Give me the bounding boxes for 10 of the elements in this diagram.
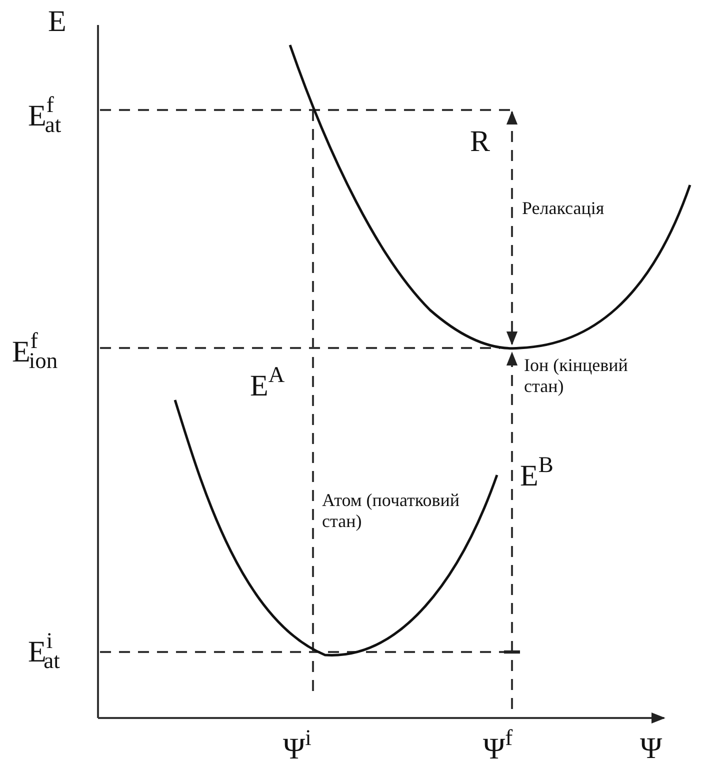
annotation: Атом (початковий стан) <box>322 490 460 532</box>
annotation: Іон (кінцевий стан) <box>524 355 629 396</box>
axis-label: Ψ <box>640 732 662 766</box>
annotation: Релаксація <box>522 198 604 219</box>
dimension-label: R <box>470 125 490 160</box>
axis-label: E <box>48 5 66 40</box>
tick-label: Ψ$^{f}$ <box>483 725 513 767</box>
energy-label: E$^{A}$ <box>250 362 285 404</box>
energy-label: E$^{B}$ <box>520 452 554 494</box>
tick-label: Ψ$^{i}$ <box>283 725 312 767</box>
